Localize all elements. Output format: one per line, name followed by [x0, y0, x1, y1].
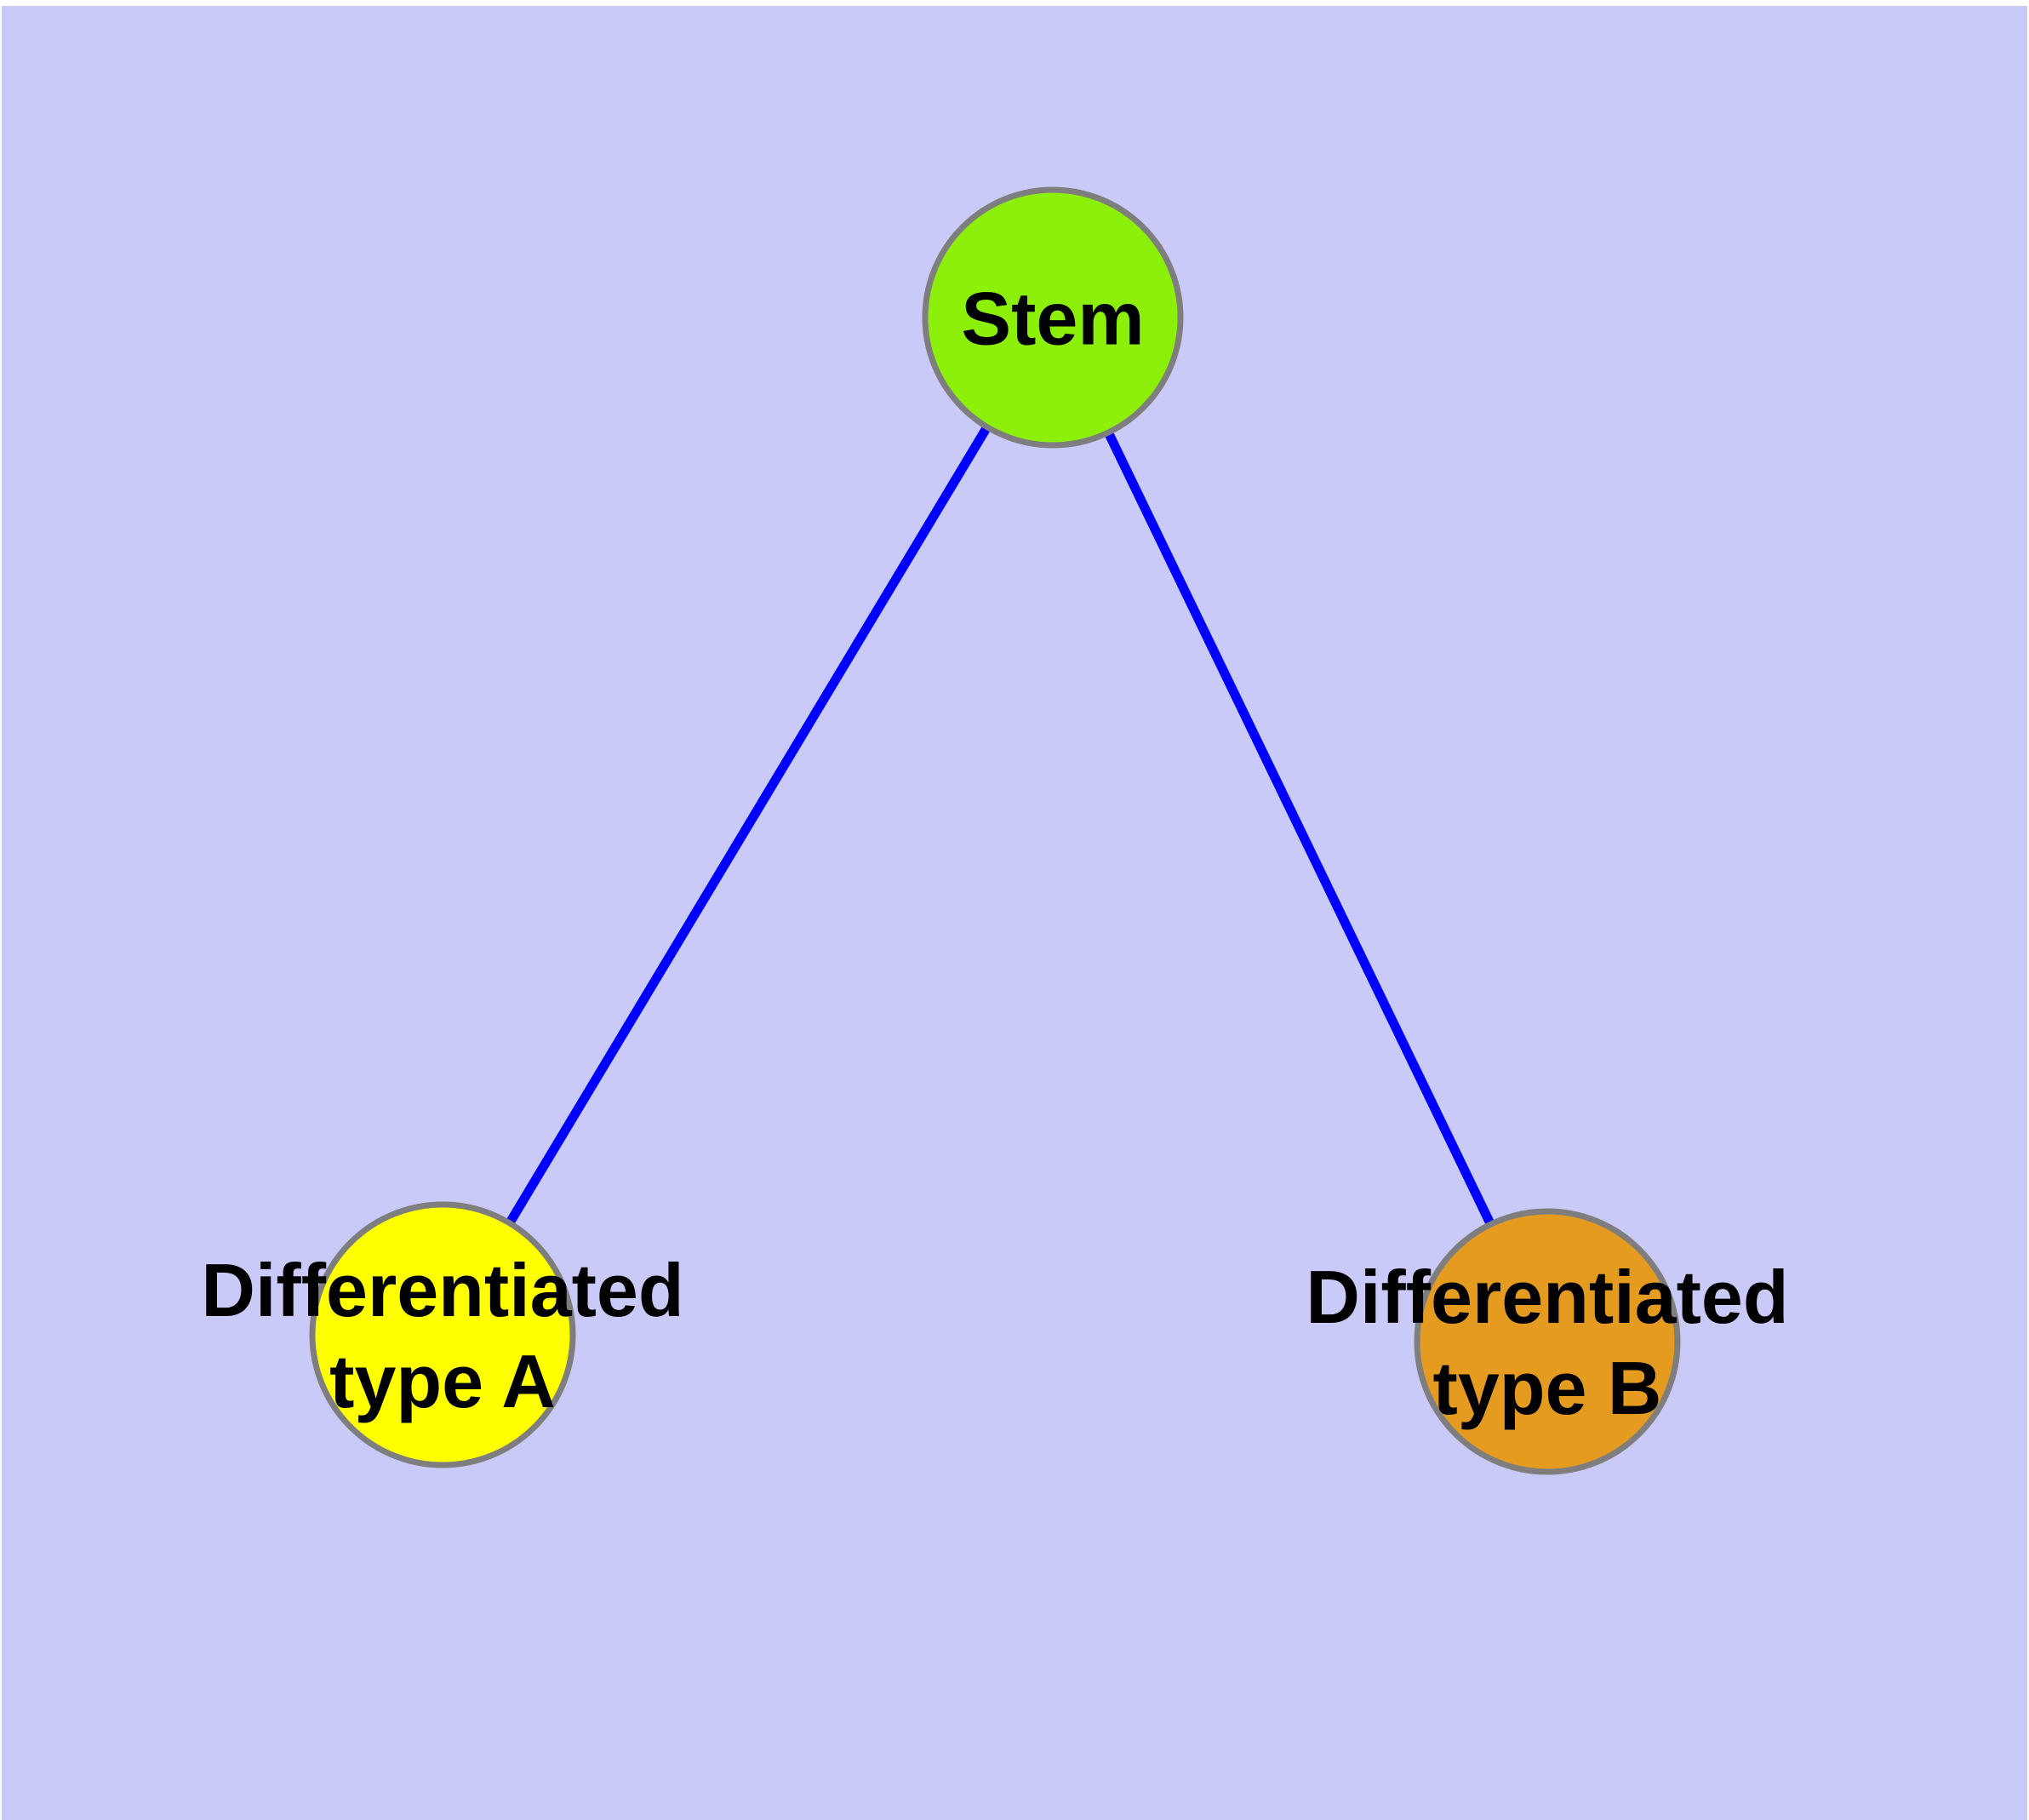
node-stem: [922, 186, 1184, 449]
node-label-stem: Stem: [961, 277, 1144, 361]
node-differentiated-type-a: [309, 1201, 576, 1468]
node-differentiated-type-b: [1414, 1208, 1681, 1475]
edge-stem-to-differentiated-type-a: [438, 315, 1057, 1337]
edge-stem-to-differentiated-type-b: [1049, 315, 1552, 1344]
